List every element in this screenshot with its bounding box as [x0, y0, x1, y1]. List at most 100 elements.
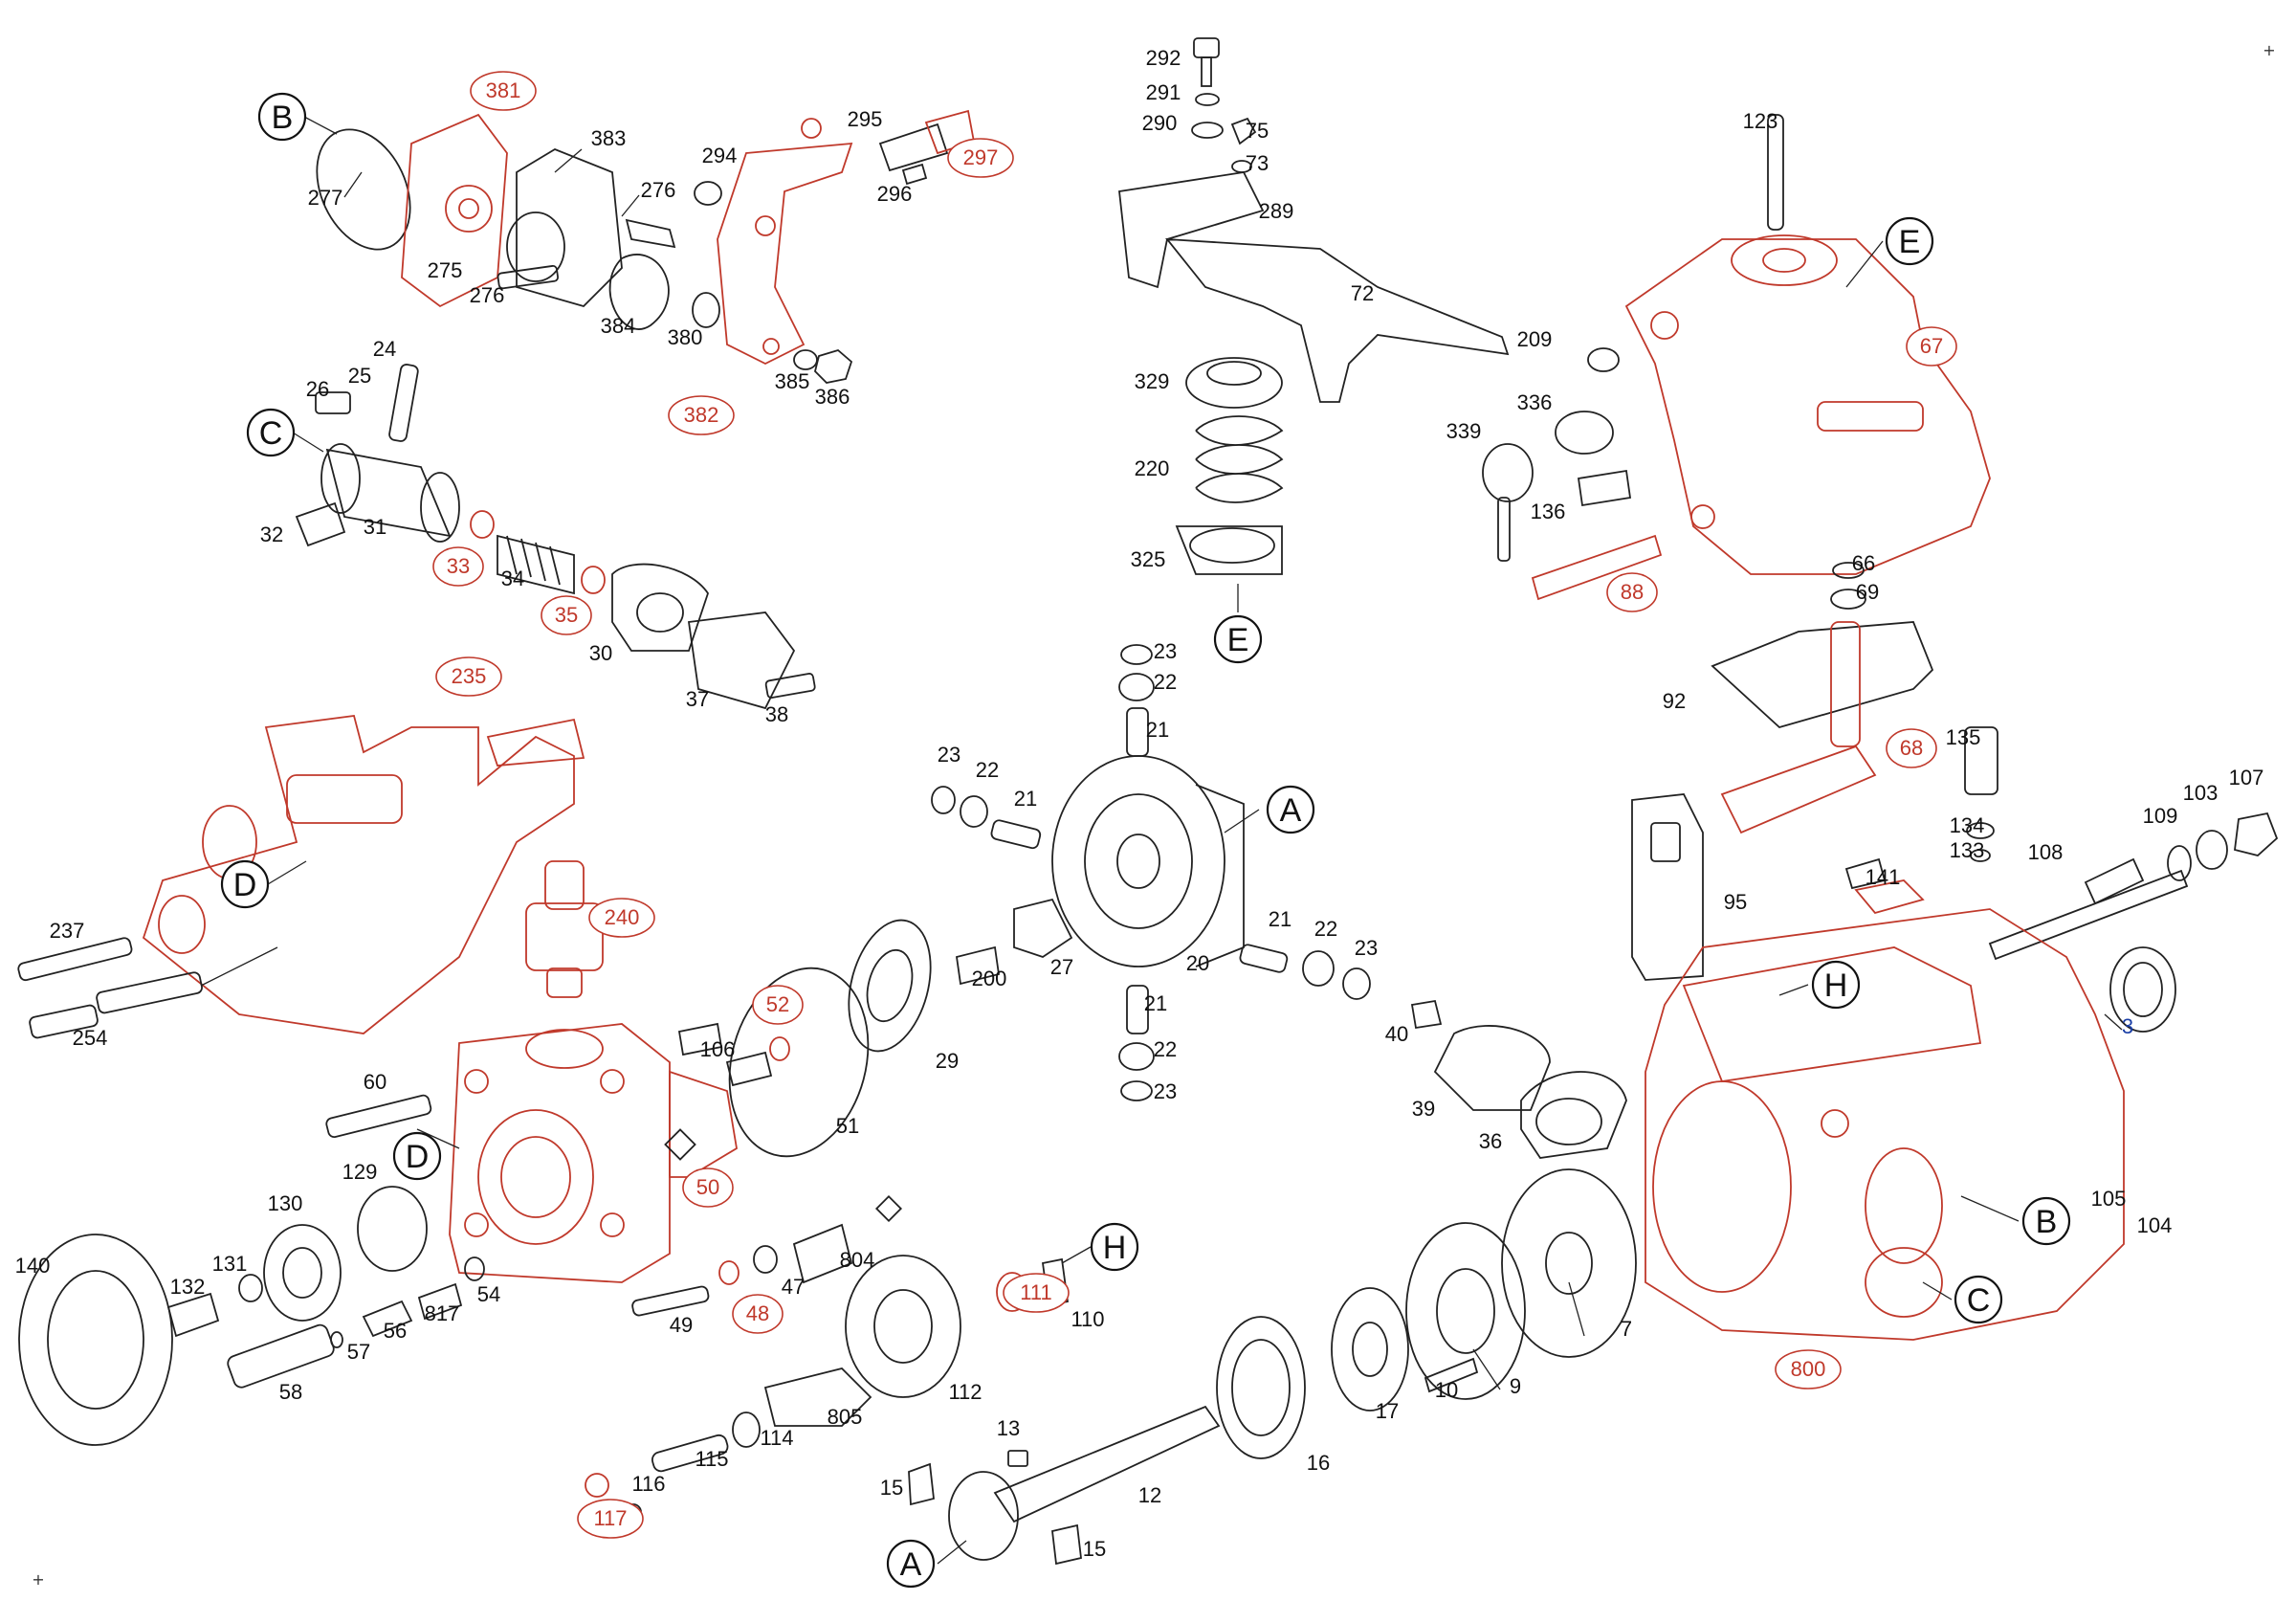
view-letter-a: A [1266, 785, 1315, 834]
part-label-110: 110 [1071, 1307, 1104, 1331]
part-label-104: 104 [2137, 1213, 2173, 1237]
view-letter-text: H [1103, 1230, 1127, 1266]
part-label-329: 329 [1135, 369, 1170, 393]
part-label-51: 51 [836, 1114, 859, 1138]
highlight-ring [577, 1499, 644, 1539]
part-label-290: 290 [1142, 111, 1178, 135]
part-label-117: 117 [593, 1506, 627, 1530]
part-label-21: 21 [1269, 907, 1292, 931]
part-label-140: 140 [15, 1254, 51, 1278]
part-label-16: 16 [1307, 1451, 1330, 1475]
part-label-29: 29 [936, 1049, 959, 1073]
part-label-22: 22 [1154, 1037, 1177, 1061]
highlight-ring [541, 595, 592, 635]
part-drawings [17, 37, 2279, 1566]
view-letter-circle [246, 408, 296, 457]
highlight-ring [732, 1294, 784, 1334]
part-label-15: 15 [880, 1476, 903, 1500]
part-label-336: 336 [1517, 390, 1553, 414]
part-label-33: 33 [447, 554, 470, 578]
part-label-237: 237 [50, 919, 85, 943]
view-letter-text: D [233, 867, 257, 903]
part-label-386: 386 [815, 385, 850, 409]
view-letter-e: E [1213, 614, 1263, 664]
part-label-13: 13 [997, 1416, 1020, 1440]
view-letter-circle [257, 92, 307, 142]
part-label-235: 235 [452, 664, 487, 688]
part-label-380: 380 [668, 325, 703, 349]
part-label-141: 141 [1866, 865, 1901, 889]
view-letter-d: D [220, 859, 270, 909]
part-label-23: 23 [1355, 936, 1378, 960]
part-label-95: 95 [1724, 890, 1747, 914]
part-label-22: 22 [1314, 917, 1337, 941]
part-label-129: 129 [342, 1160, 378, 1184]
part-label-804: 804 [840, 1248, 875, 1272]
view-letter-circle [1090, 1222, 1139, 1272]
part-label-135: 135 [1946, 725, 1981, 749]
part-label-294: 294 [702, 144, 738, 167]
part-label-200: 200 [972, 967, 1007, 990]
part-label-32: 32 [260, 522, 283, 546]
part-label-296: 296 [877, 182, 913, 206]
part-label-805: 805 [828, 1405, 863, 1429]
view-letter-circle [886, 1539, 936, 1589]
part-label-800: 800 [1791, 1357, 1826, 1381]
part-label-134: 134 [1950, 813, 1985, 837]
part-label-209: 209 [1517, 327, 1553, 351]
highlight-ring [1906, 326, 1957, 367]
part-label-106: 106 [700, 1037, 736, 1061]
part-label-72: 72 [1351, 281, 1374, 305]
highlight-ring [752, 985, 804, 1025]
part-label-15: 15 [1083, 1537, 1106, 1561]
part-label-68: 68 [1900, 736, 1923, 760]
part-label-7: 7 [1621, 1317, 1632, 1341]
part-label-23: 23 [1154, 639, 1177, 663]
view-letter-circle [1213, 614, 1263, 664]
part-label-105: 105 [2091, 1187, 2127, 1211]
part-label-56: 56 [384, 1319, 407, 1343]
part-label-58: 58 [279, 1380, 302, 1404]
part-label-275: 275 [428, 258, 463, 282]
part-label-289: 289 [1259, 199, 1294, 223]
part-label-24: 24 [373, 337, 396, 361]
highlight-ring [1003, 1273, 1070, 1313]
part-label-131: 131 [212, 1252, 248, 1276]
highlight-ring [1606, 572, 1658, 612]
part-label-292: 292 [1146, 46, 1181, 70]
view-letter-b: B [2021, 1196, 2071, 1246]
part-label-21: 21 [1144, 991, 1167, 1015]
part-label-132: 132 [170, 1275, 206, 1299]
part-label-111: 111 [1020, 1280, 1051, 1304]
part-label-108: 108 [2028, 840, 2064, 864]
corner-mark: + [2263, 41, 2275, 59]
view-letter-h: H [1811, 960, 1861, 1010]
part-label-54: 54 [477, 1282, 500, 1306]
part-label-73: 73 [1246, 151, 1269, 175]
part-label-48: 48 [746, 1301, 769, 1325]
part-label-116: 116 [631, 1472, 665, 1496]
leader-lines [267, 116, 2123, 1565]
part-label-75: 75 [1246, 119, 1269, 143]
part-label-114: 114 [760, 1426, 793, 1450]
corner-mark: + [32, 1570, 44, 1589]
part-label-240: 240 [605, 905, 640, 929]
part-label-34: 34 [501, 567, 524, 590]
part-label-382: 382 [684, 403, 719, 427]
view-letter-text: C [1967, 1282, 1991, 1319]
part-label-21: 21 [1014, 787, 1037, 811]
part-label-23: 23 [938, 743, 960, 767]
highlight-ring [682, 1167, 734, 1208]
highlight-ring [435, 656, 502, 697]
view-letter-d: D [392, 1131, 442, 1181]
corner-marks: ++ [32, 41, 2275, 1589]
part-label-21: 21 [1146, 718, 1169, 742]
highlight-rings [432, 71, 1957, 1539]
highlight-ring [470, 71, 537, 111]
part-label-22: 22 [976, 758, 999, 782]
part-label-109: 109 [2143, 804, 2178, 828]
view-letter-e: E [1885, 216, 1934, 266]
view-letter-c: C [1954, 1275, 2003, 1324]
